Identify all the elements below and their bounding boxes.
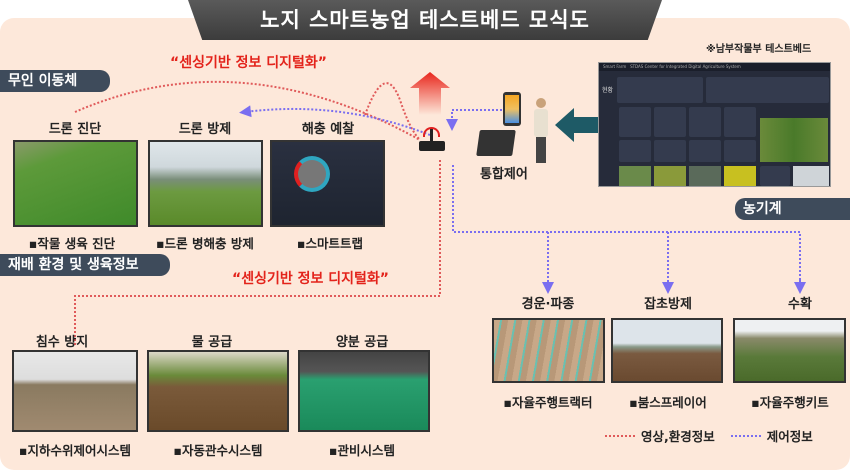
dashboard-brand: Smart Farm — [603, 64, 627, 69]
smart-trap-photo — [270, 140, 385, 227]
drone-caption: ▪스마트트랩 — [297, 236, 363, 251]
section-cultivation: 재배 환경 및 생육정보 — [0, 254, 170, 276]
machine-label: 수확 — [788, 297, 812, 312]
dashboard-app-title: STDAS Center for Integrated Digital Agri… — [630, 64, 741, 69]
drone-caption: ▪작물 생육 진단 — [28, 236, 116, 251]
testbed-note: ※남부작물부 테스트베드 — [706, 44, 812, 55]
laptop-icon — [476, 130, 516, 156]
legend-label-info: 영상,환경정보 — [641, 429, 715, 444]
drone-label: 드론 진단 — [48, 122, 102, 137]
cultivation-caption: ▪지하수위제어시스템 — [19, 443, 131, 458]
field-map-thumbnail — [760, 118, 828, 162]
legend-red-dotted-line-icon — [605, 434, 635, 437]
cultivation-label: 침수 방지 — [35, 335, 89, 350]
section-unmanned: 무인 이동체 — [0, 70, 110, 92]
drone-label: 드론 방제 — [178, 122, 232, 137]
cultivation-label: 물 공급 — [191, 335, 233, 350]
cultivation-label: 양분 공급 — [335, 335, 389, 350]
page-title: 노지 스마트농업 테스트베드 모식도 — [188, 0, 662, 40]
legend-blue-dotted-line-icon — [730, 434, 761, 437]
drone-spraying-photo — [148, 140, 263, 227]
crop-diagnosis-photo — [13, 140, 138, 227]
legend-label-control: 제어정보 — [766, 429, 813, 444]
machine-caption: ▪붐스프레이어 — [629, 395, 707, 410]
control-dashboard-screenshot: Smart Farm STDAS Center for Integrated D… — [598, 62, 831, 187]
trap-gauge-icon — [294, 156, 330, 192]
dashboard-tab: 현황 — [602, 87, 614, 94]
boom-sprayer-photo — [611, 318, 723, 383]
machine-label: 경운·파종 — [521, 297, 575, 312]
fertigation-photo — [298, 350, 430, 432]
cultivation-caption: ▪자동관수시스템 — [173, 443, 263, 458]
drone-label: 해충 예찰 — [301, 122, 355, 137]
auto-irrigation-photo — [147, 350, 289, 432]
sensing-digitization-label-top: “센싱기반 정보 디지털화” — [170, 55, 327, 71]
machine-caption: ▪자율주행트랙터 — [503, 395, 593, 410]
router-icon — [417, 127, 447, 157]
autonomous-kit-photo — [733, 318, 846, 383]
person-icon — [532, 98, 550, 164]
machine-label: 잡초방제 — [644, 297, 692, 312]
machine-caption: ▪자율주행키트 — [751, 395, 829, 410]
section-machinery: 농기계 — [735, 198, 850, 220]
groundwater-control-photo — [12, 350, 138, 432]
smartphone-icon — [503, 92, 521, 126]
sensing-digitization-label-bottom: “센싱기반 정보 디지털화” — [232, 271, 389, 287]
integrated-control-label: 통합제어 — [480, 167, 528, 182]
autonomous-tractor-photo — [492, 318, 605, 383]
legend: 영상,환경정보 제어정보 — [605, 426, 813, 445]
drone-caption: ▪드론 병해충 방제 — [156, 236, 254, 251]
dashboard-header: Smart Farm STDAS Center for Integrated D… — [599, 63, 830, 71]
cultivation-caption: ▪관비시스템 — [329, 443, 395, 458]
